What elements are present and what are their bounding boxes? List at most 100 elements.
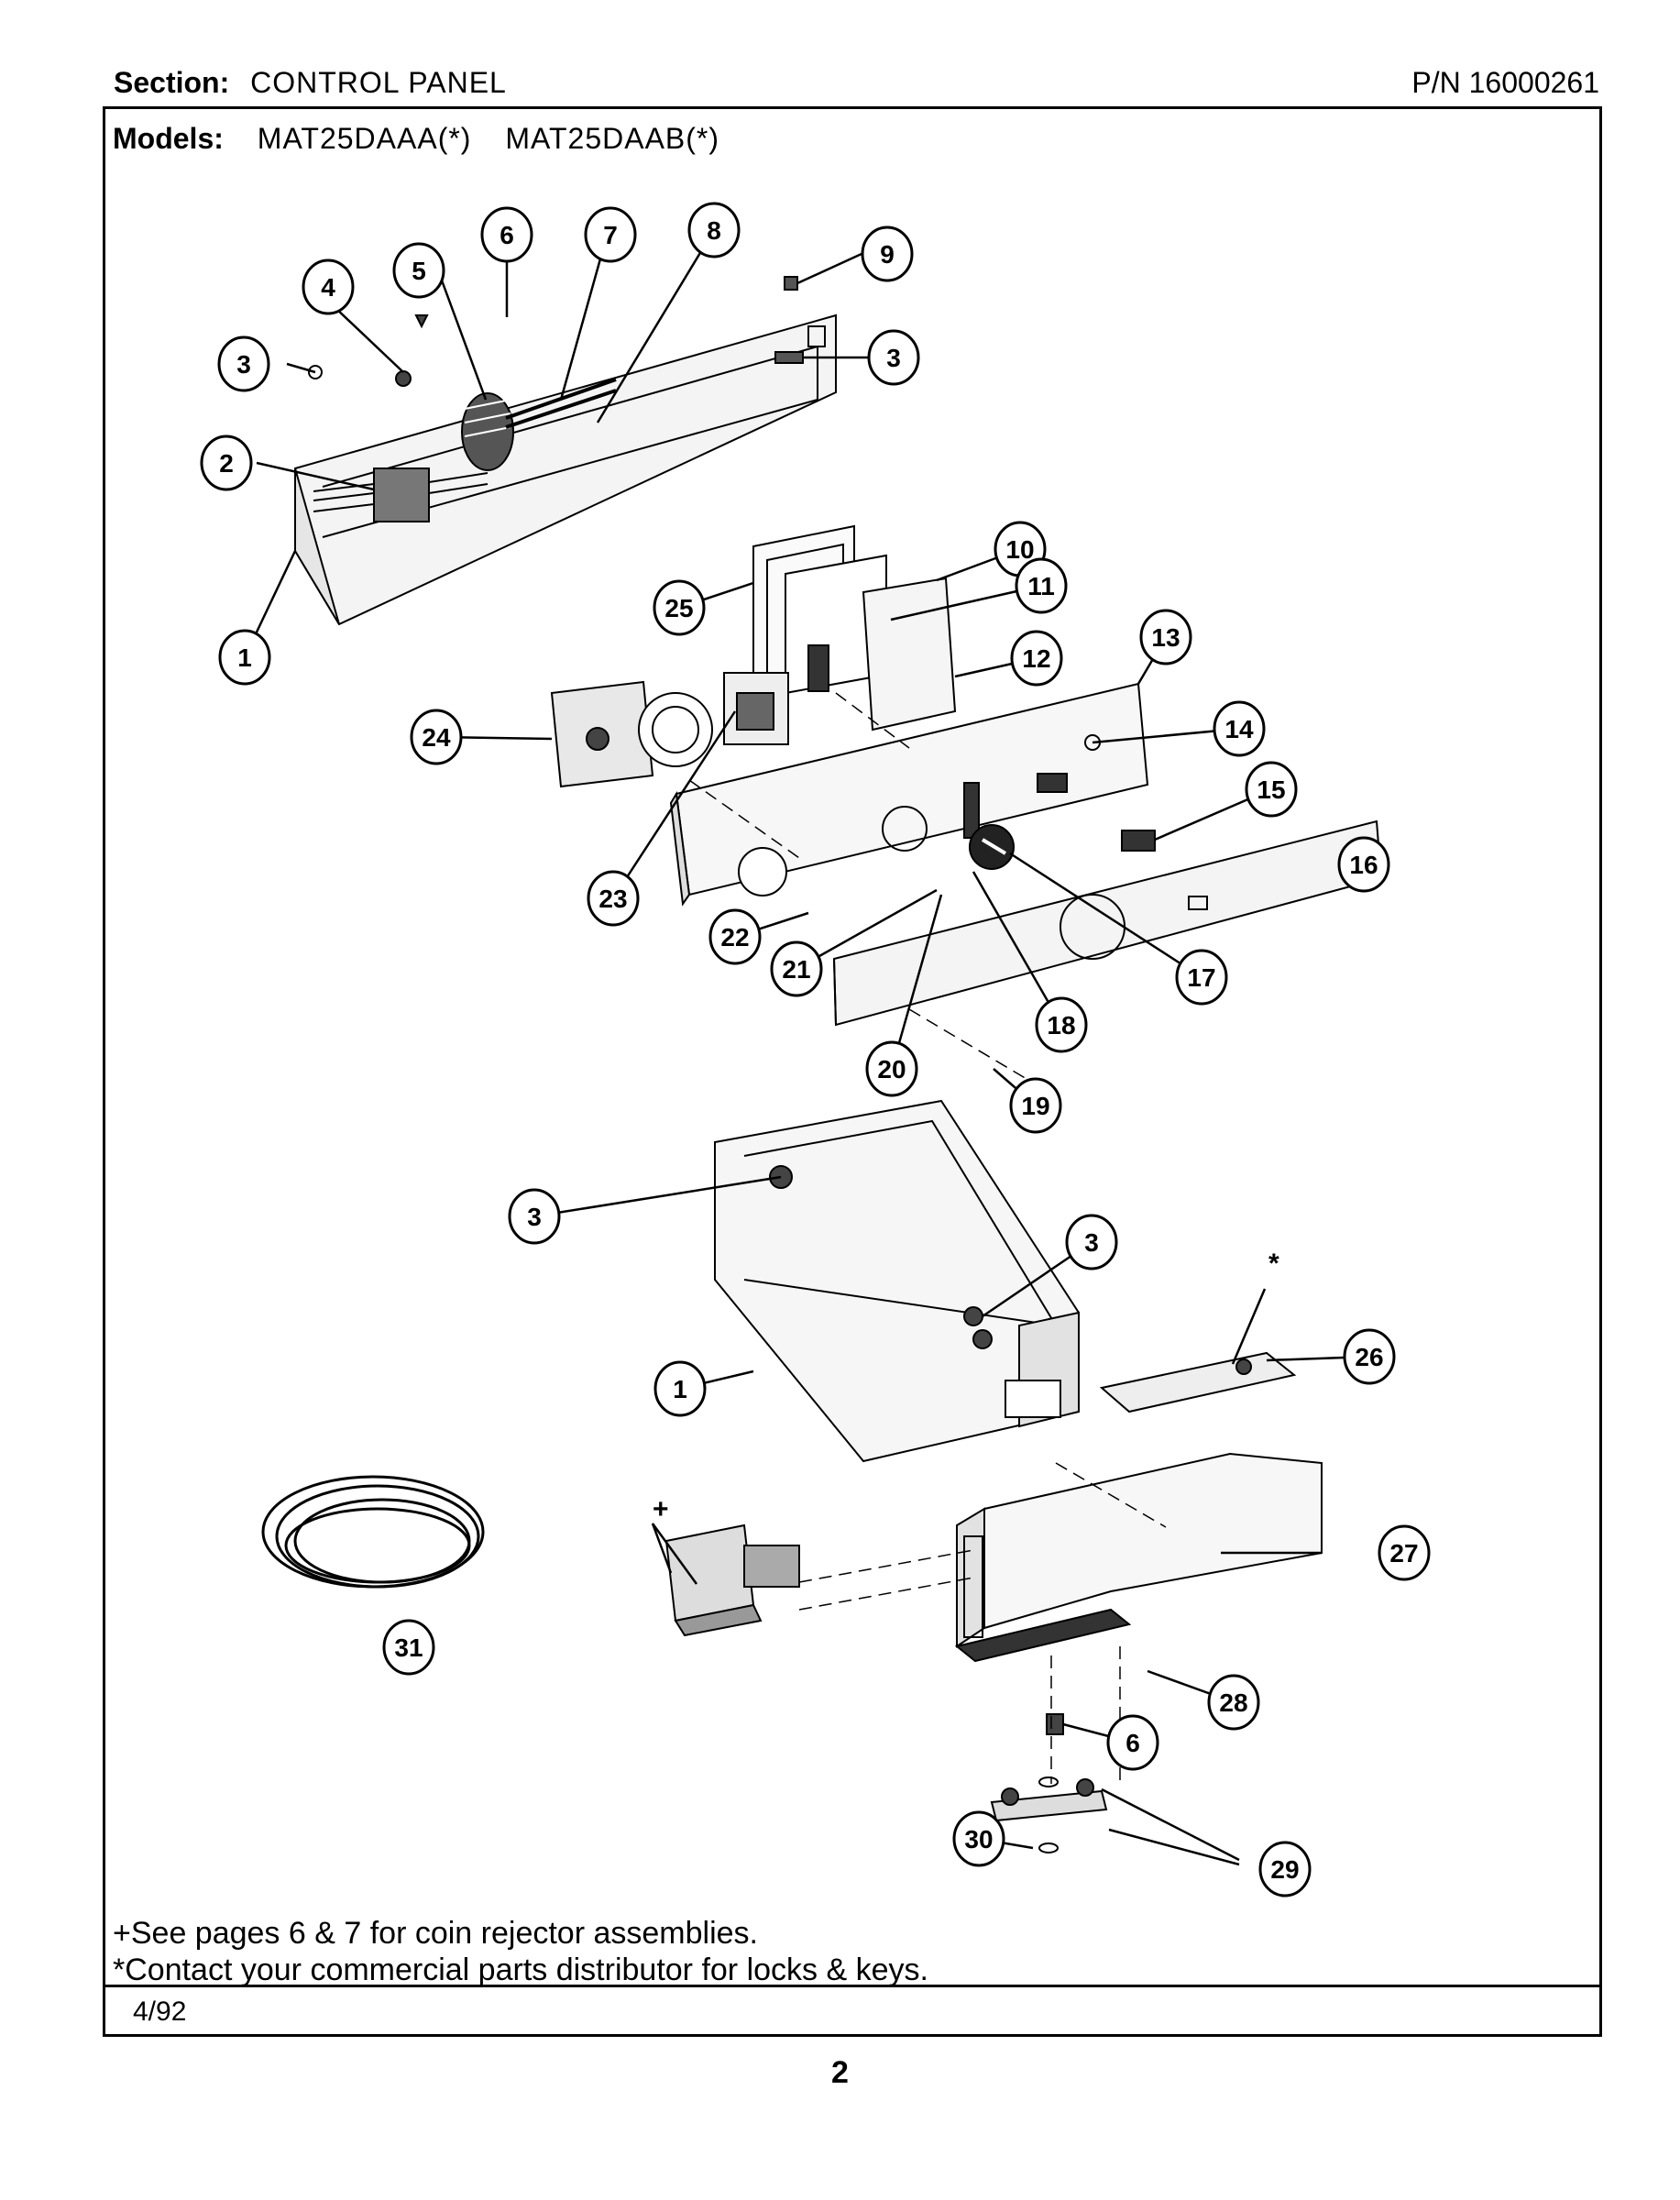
coin-rejector <box>664 1524 800 1637</box>
callout-bubble <box>1175 949 1228 1006</box>
callout-bubble <box>770 940 823 997</box>
callout-bubble <box>861 226 914 282</box>
callout-bubble <box>952 1810 1005 1867</box>
callout-bubble <box>382 1619 435 1676</box>
exploded-parts-diagram: 1234567893101112131415161718192021222324… <box>200 202 1431 1898</box>
page-number: 2 <box>831 2055 849 2090</box>
model-2: MAT25DAAB(*) <box>505 122 720 155</box>
callout-bubble <box>1065 1214 1118 1270</box>
plus-symbol: + <box>653 1494 669 1524</box>
callout-number: 27 <box>1389 1539 1418 1568</box>
callout-number: 5 <box>412 257 426 285</box>
callout-number: 24 <box>422 723 451 752</box>
wire-harness <box>261 1475 485 1589</box>
callout-bubble <box>1010 630 1063 687</box>
callout-bubble <box>1015 557 1068 614</box>
lower-console-housing <box>714 1099 1080 1463</box>
callout-number: 13 <box>1151 623 1180 652</box>
coin-box-cabinet <box>954 1452 1323 1663</box>
motor-part <box>461 378 617 471</box>
model-1: MAT25DAAA(*) <box>257 122 472 155</box>
callout-number: 31 <box>394 1634 423 1662</box>
callout-number: 7 <box>603 221 618 249</box>
callout-bubble <box>687 202 741 258</box>
diagram-frame: Models: MAT25DAAA(*) MAT25DAAB(*) +See p… <box>103 106 1602 2037</box>
callout-bubble <box>1343 1328 1396 1385</box>
callout-number: 20 <box>877 1055 906 1084</box>
models-label: Models: <box>113 122 224 155</box>
callout-number: 4 <box>321 273 335 302</box>
callout-number: 1 <box>237 644 252 672</box>
callout-bubble <box>410 709 463 765</box>
callout-number: 1 <box>673 1375 687 1403</box>
callout-number: 17 <box>1187 963 1215 992</box>
callout-number: 21 <box>782 955 810 984</box>
callout-number: 30 <box>964 1825 993 1854</box>
callout-bubble <box>508 1188 561 1245</box>
callout-bubble <box>1378 1524 1431 1581</box>
lock-plate <box>1099 1351 1297 1414</box>
callout-bubble <box>1258 1841 1312 1898</box>
callout-bubble <box>653 1360 707 1417</box>
callout-bubble <box>708 908 762 965</box>
mounting-bracket <box>990 1713 1108 1854</box>
callout-bubble <box>1139 609 1192 666</box>
callout-bubble <box>217 336 270 392</box>
part-number: P/N 16000261 <box>1411 66 1599 99</box>
callout-number: 11 <box>1027 572 1055 600</box>
selector-knob <box>969 824 1015 870</box>
callout-number: 3 <box>236 350 251 379</box>
callout-number: 23 <box>598 885 627 913</box>
callout-bubble <box>1337 836 1390 893</box>
callout-number: 19 <box>1021 1092 1049 1120</box>
callout-bubble <box>200 434 253 491</box>
asterisk-symbol: * <box>1268 1248 1279 1279</box>
models-line: Models: MAT25DAAA(*) MAT25DAAB(*) <box>113 122 719 156</box>
callout-number: 15 <box>1257 776 1285 804</box>
callout-number: 2 <box>219 449 234 478</box>
callout-number: 3 <box>886 344 901 372</box>
section-header: Section: CONTROL PANEL <box>114 66 507 100</box>
callout-number: 18 <box>1047 1011 1075 1040</box>
callout-number: 6 <box>1125 1729 1140 1757</box>
callout-bubble <box>653 579 706 636</box>
callout-bubble <box>1106 1714 1159 1771</box>
callout-bubble <box>480 206 533 263</box>
callout-number: 29 <box>1270 1855 1299 1884</box>
callout-number: 3 <box>1084 1228 1099 1257</box>
callout-bubble <box>1213 700 1266 757</box>
callout-number: 12 <box>1022 644 1050 673</box>
assembly-lines <box>688 692 1167 1784</box>
callout-bubble <box>1245 761 1298 818</box>
callout-number: 25 <box>664 594 693 622</box>
callout-number: 22 <box>720 923 749 952</box>
note-coin-rejector: +See pages 6 & 7 for coin rejector assem… <box>113 1916 758 1951</box>
callout-bubble <box>587 870 640 927</box>
section-value: CONTROL PANEL <box>250 66 507 99</box>
face-plate <box>832 820 1383 1027</box>
screws <box>308 276 804 387</box>
callout-bubble <box>1207 1674 1260 1731</box>
callout-number: 28 <box>1219 1688 1247 1717</box>
notes: +See pages 6 & 7 for coin rejector assem… <box>113 1915 928 1988</box>
callout-bubble <box>1009 1077 1062 1134</box>
callout-number: 10 <box>1005 535 1034 564</box>
callout-number: 14 <box>1224 715 1254 743</box>
callout-number: 3 <box>527 1203 542 1231</box>
callout-bubble <box>302 258 355 315</box>
connector-block <box>723 672 789 745</box>
callout-number: 16 <box>1349 851 1378 879</box>
callout-bubble <box>218 629 271 686</box>
rotary-switch-part <box>313 468 489 522</box>
callout-bubble <box>392 242 445 299</box>
callout-number: 6 <box>500 221 514 249</box>
note-locks-keys: *Contact your commercial parts distribut… <box>113 1952 928 1987</box>
callout-bubble <box>584 206 637 263</box>
callout-number: 9 <box>880 240 895 269</box>
section-label: Section: <box>114 66 230 99</box>
revision-date: 4/92 <box>133 1996 187 2027</box>
callout-number: 8 <box>707 216 721 245</box>
timer-part <box>550 680 713 788</box>
callout-bubble <box>867 329 920 386</box>
